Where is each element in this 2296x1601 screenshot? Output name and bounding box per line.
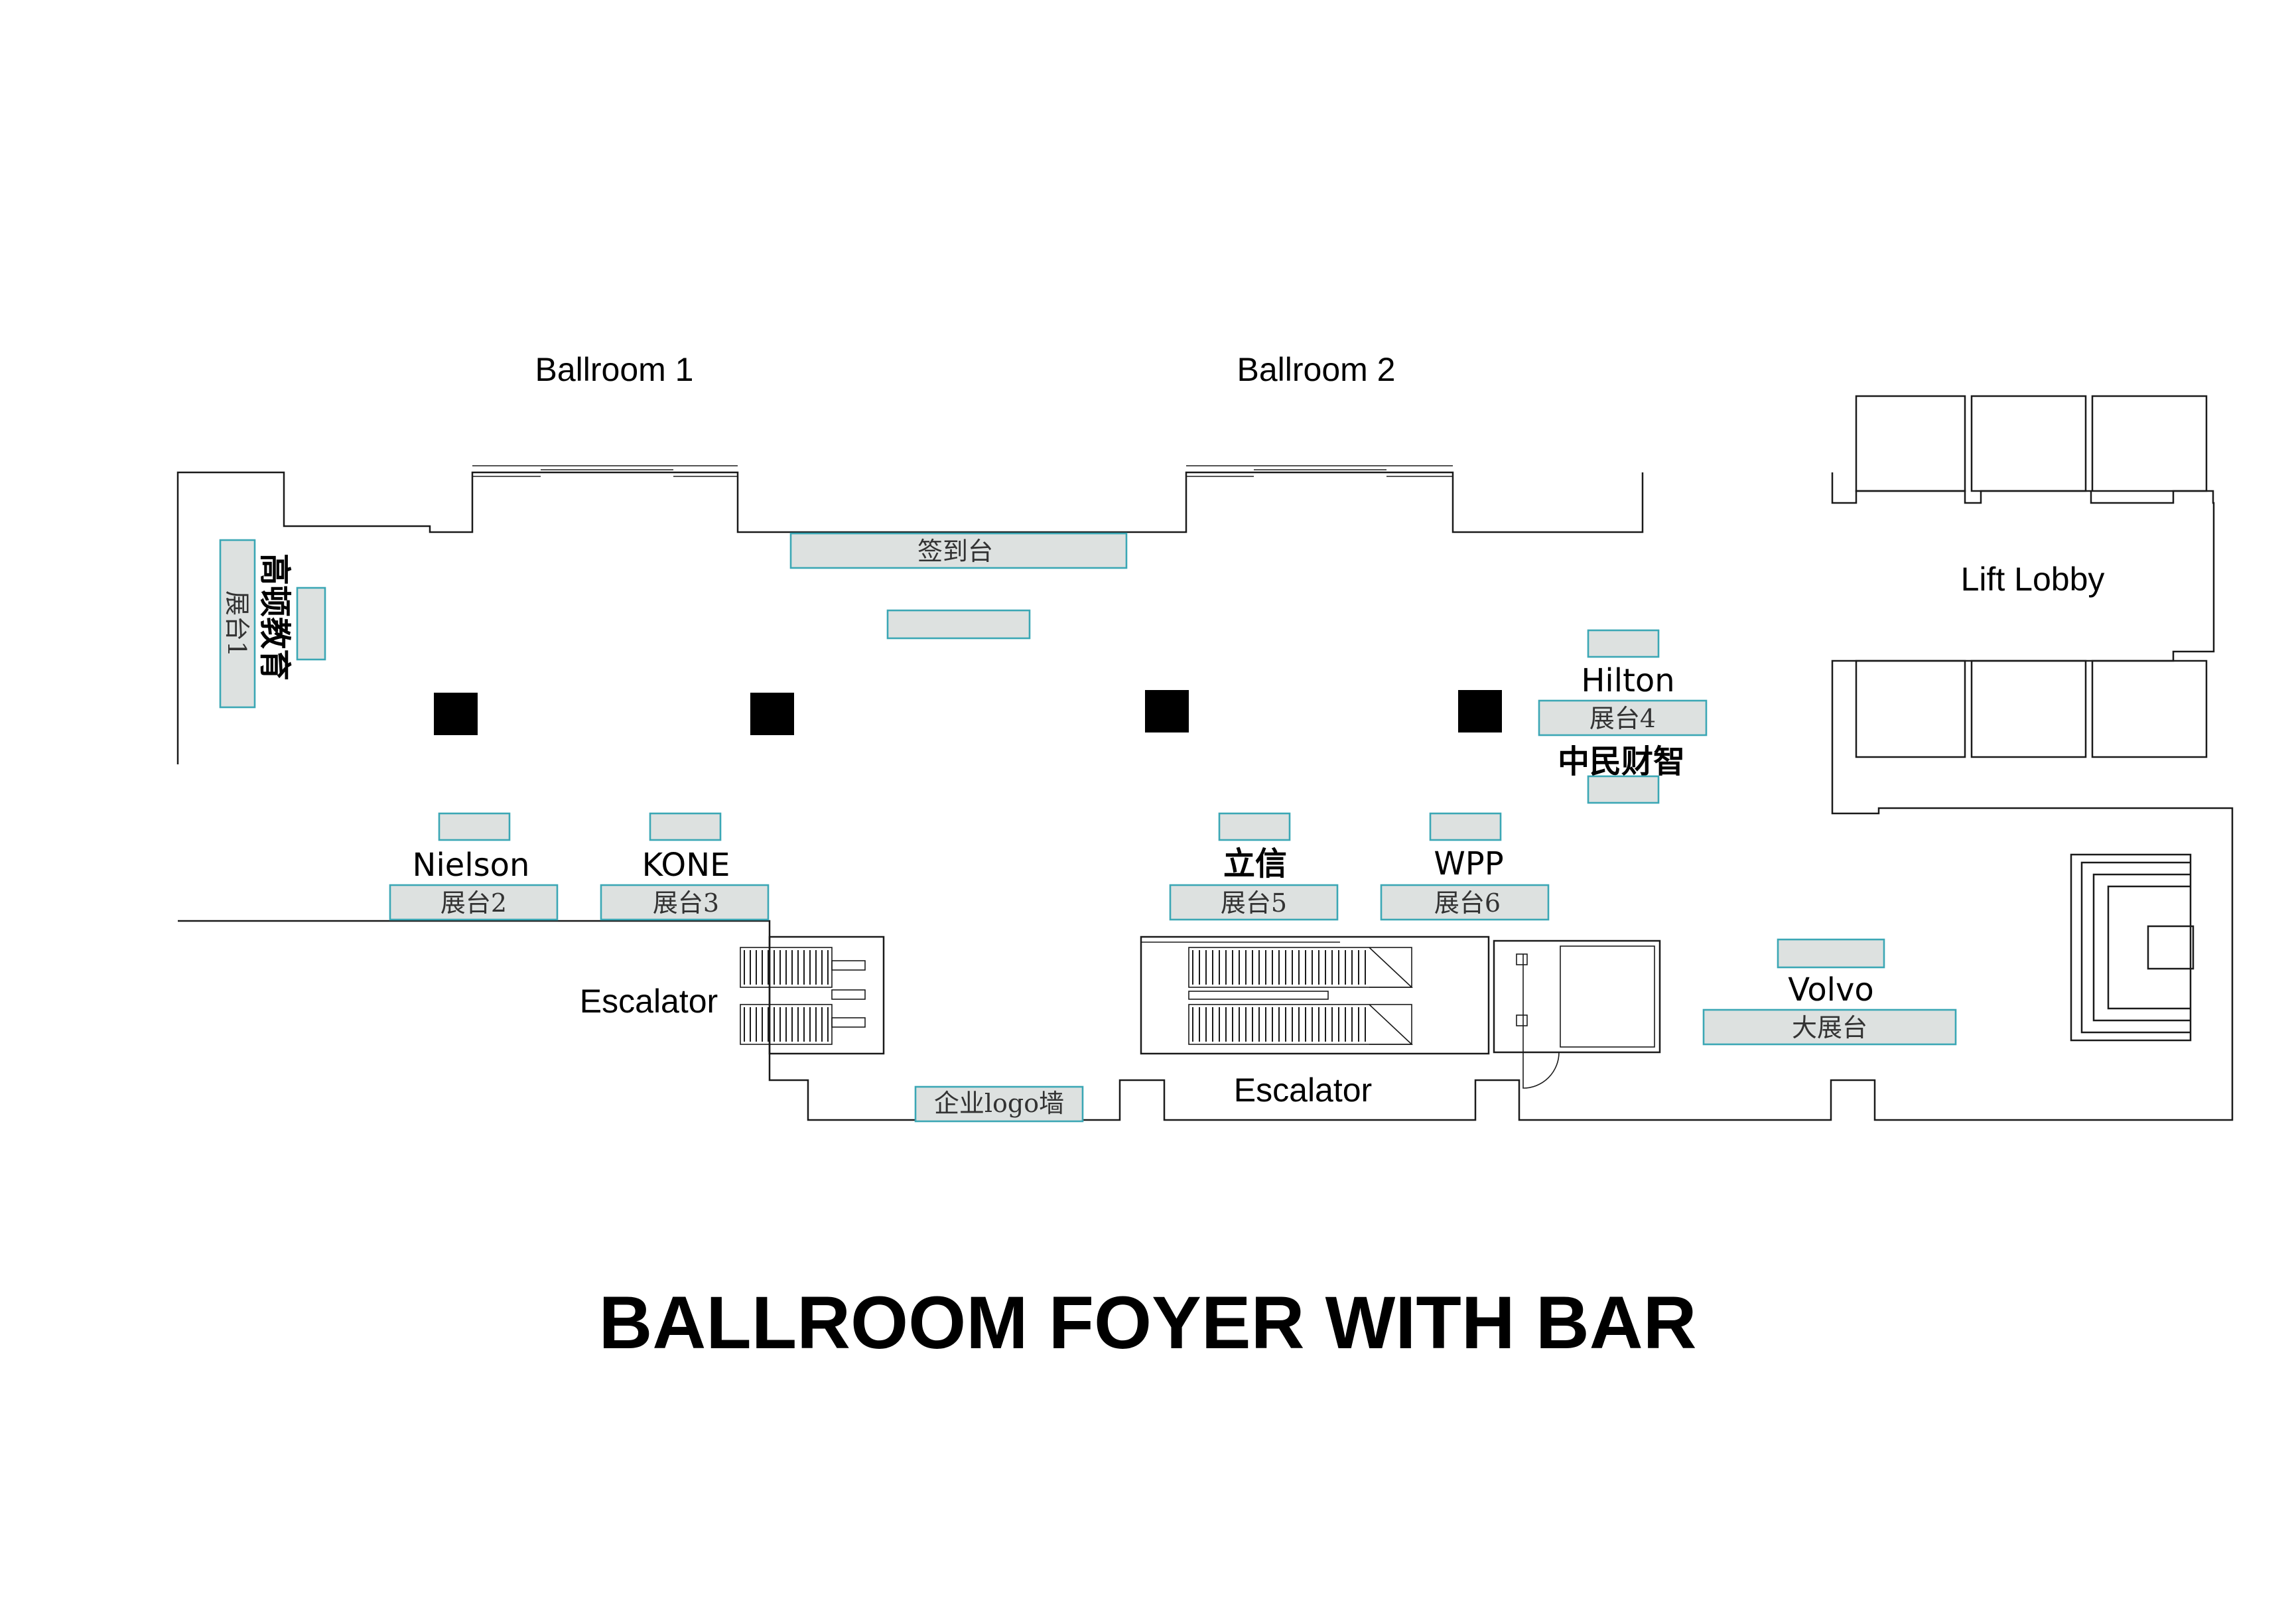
lift-2: [1970, 395, 2087, 492]
booth-2: [389, 884, 559, 921]
booth-3-label: 展台3: [653, 888, 719, 918]
booth-4-label: 展台4: [1589, 704, 1656, 733]
escalator-right-housing: [1140, 936, 1490, 1055]
lift-5: [1970, 660, 2087, 758]
booth-6-table: [1429, 812, 1502, 841]
logo-wall-label: 企业logo墙: [934, 1089, 1064, 1118]
booth-4-table-top: [1587, 629, 1660, 658]
lift-lobby-label: Lift Lobby: [1961, 561, 2105, 598]
booth-4: [1538, 699, 1708, 736]
booths: 签到台 展台1 高顿教育 Nielson 展台2 KONE 展台3 Hilton…: [219, 532, 1957, 1123]
escalator-left-label: Escalator: [580, 983, 718, 1020]
plan-title: BALLROOM FOYER WITH BAR: [599, 1281, 1697, 1364]
booth-1: [219, 539, 256, 709]
service-room: [1493, 940, 1661, 1054]
lifts: [1855, 395, 2208, 758]
escalator-left-treads: [740, 947, 866, 1045]
lift-6: [2091, 660, 2208, 758]
ballroom-2-label: Ballroom 2: [1237, 351, 1396, 388]
room-labels: Ballroom 1 Ballroom 2 Lift Lobby Escalat…: [535, 351, 2105, 1109]
booth-3: [600, 884, 770, 921]
booth-6-label: 展台6: [1434, 888, 1501, 918]
door-swing: [1522, 1052, 1560, 1089]
wall-left-upper: [176, 471, 1644, 764]
booth-4-exhibitor-bottom: 中民财智: [1558, 743, 1685, 780]
booth-1-exhibitor: 高顿教育: [256, 553, 293, 681]
registration-small-desk: [886, 609, 1031, 640]
booth-2-table: [438, 812, 511, 841]
registration-desk: [789, 532, 1128, 569]
escalator-left-housing: [768, 936, 885, 1055]
big-booth-table: [1777, 938, 1885, 969]
big-booth-exhibitor: Volvo: [1788, 971, 1874, 1009]
pillar-3: [1145, 690, 1189, 732]
ballroom-1-label: Ballroom 1: [535, 351, 694, 388]
escalator-right-treads: [1188, 947, 1414, 1045]
booth-5: [1169, 884, 1339, 921]
booth-1-label: 展台1: [222, 591, 251, 657]
booth-6: [1380, 884, 1550, 921]
booth-5-table: [1218, 812, 1291, 841]
booth-3-table: [649, 812, 722, 841]
lift-1: [1855, 395, 1966, 492]
ballroom1-doors: [472, 465, 738, 477]
booth-1-table: [296, 587, 326, 661]
pillar-1: [434, 693, 478, 735]
service-room-inner: [1560, 945, 1655, 1048]
booth-5-exhibitor: 立信: [1223, 845, 1287, 882]
booth-5-label: 展台5: [1221, 888, 1287, 918]
big-booth-label: 大展台: [1792, 1013, 1867, 1042]
lift-4: [1855, 660, 1966, 758]
wall-left-lower: [178, 920, 2234, 1121]
escalator-right-label: Escalator: [1234, 1072, 1372, 1109]
booth-2-label: 展台2: [440, 888, 507, 918]
booth-4-exhibitor-top: Hilton: [1581, 662, 1674, 699]
booth-3-exhibitor: KONE: [642, 847, 730, 884]
booth-2-exhibitor: Nielson: [413, 847, 530, 884]
logo-wall: [914, 1085, 1084, 1123]
pillar-4: [1458, 690, 1502, 732]
booth-4-table-bottom: [1587, 775, 1660, 804]
pillars: [434, 690, 1502, 735]
registration-desk-label: 签到台: [917, 537, 993, 566]
pillar-2: [750, 693, 794, 735]
lift-3: [2091, 395, 2208, 492]
stairwell-right: [2070, 853, 2195, 1042]
big-booth: [1702, 1009, 1957, 1046]
booth-6-exhibitor: WPP: [1434, 845, 1503, 882]
ballroom2-doors: [1186, 465, 1453, 477]
